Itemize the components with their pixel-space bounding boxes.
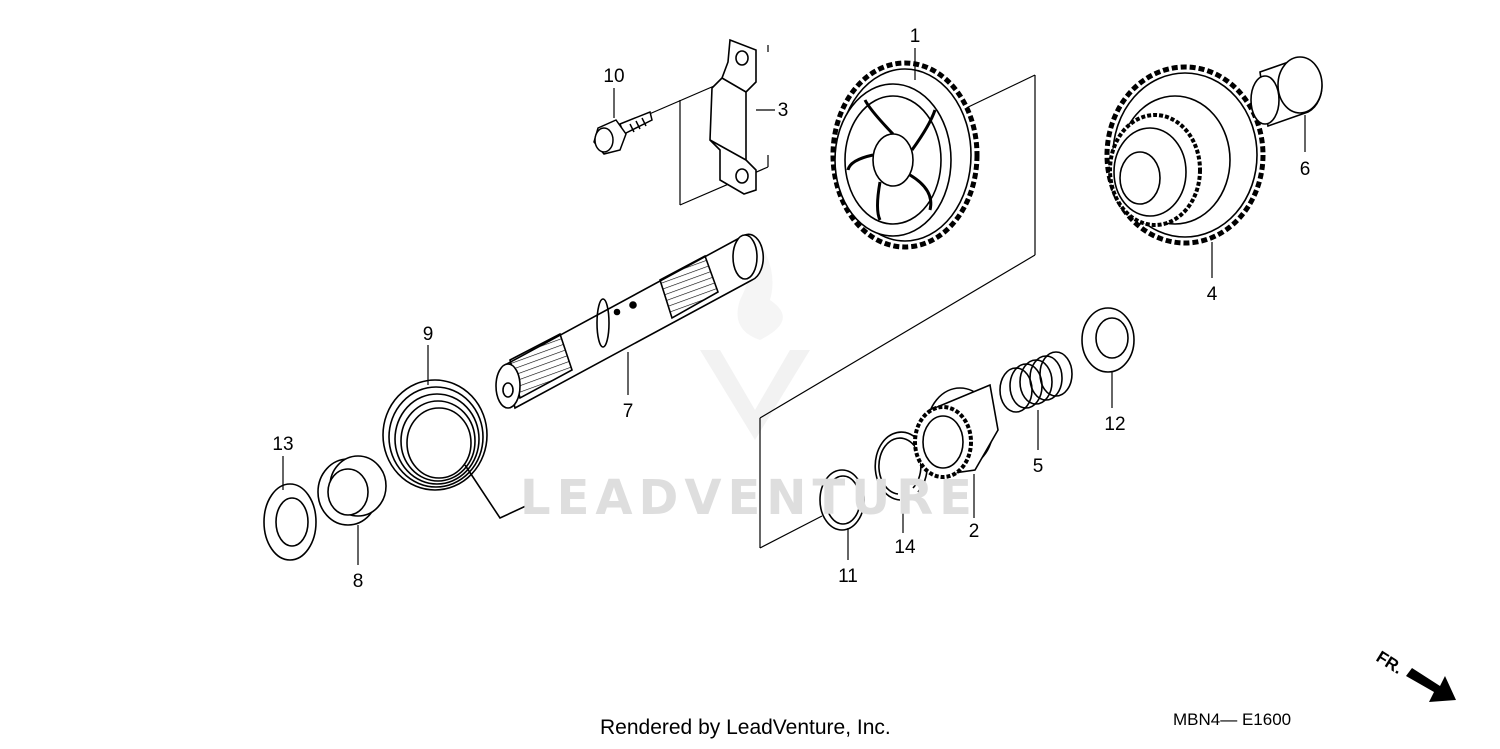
leader-bracket-main [759, 74, 1036, 549]
watermark-text: LEADVENTURE [520, 470, 978, 526]
callout-1: 1 [910, 26, 921, 47]
part-1-gear [830, 60, 980, 250]
part-10-bolt [593, 110, 653, 155]
callout-11: 11 [838, 566, 858, 587]
diagram-code: MBN4— E1600 [1173, 710, 1292, 729]
callout-4: 4 [1207, 284, 1218, 305]
callout-7: 7 [623, 401, 634, 422]
callout-6: 6 [1300, 159, 1311, 180]
part-4-gear [1104, 64, 1266, 246]
part-3-plate [709, 38, 757, 195]
part-5-spring [999, 351, 1073, 413]
front-direction-indicator: FR. [1373, 647, 1456, 702]
part-2-ratchet [913, 383, 999, 479]
callout-13: 13 [272, 434, 293, 455]
part-8-collar [317, 455, 387, 526]
watermark-logo [700, 230, 810, 440]
part-12-washer [1081, 307, 1135, 373]
part-11-washer [819, 469, 865, 531]
callout-14: 14 [894, 537, 916, 558]
callout-8: 8 [353, 571, 364, 592]
callout-5: 5 [1033, 456, 1044, 477]
callout-2: 2 [969, 521, 980, 542]
callout-9: 9 [423, 324, 434, 345]
callout-12: 12 [1104, 414, 1125, 435]
part-9-spring [382, 379, 529, 520]
callout-10: 10 [603, 66, 624, 87]
callout-3: 3 [778, 100, 789, 121]
leader-ticks [613, 48, 916, 118]
part-13-washer [263, 483, 317, 561]
render-credit: Rendered by LeadVenture, Inc. [600, 716, 891, 739]
part-6-bushing [1250, 56, 1323, 128]
arrow-icon [1406, 668, 1456, 702]
front-direction-label: FR. [1373, 647, 1406, 678]
part-7-shaft [495, 233, 765, 410]
